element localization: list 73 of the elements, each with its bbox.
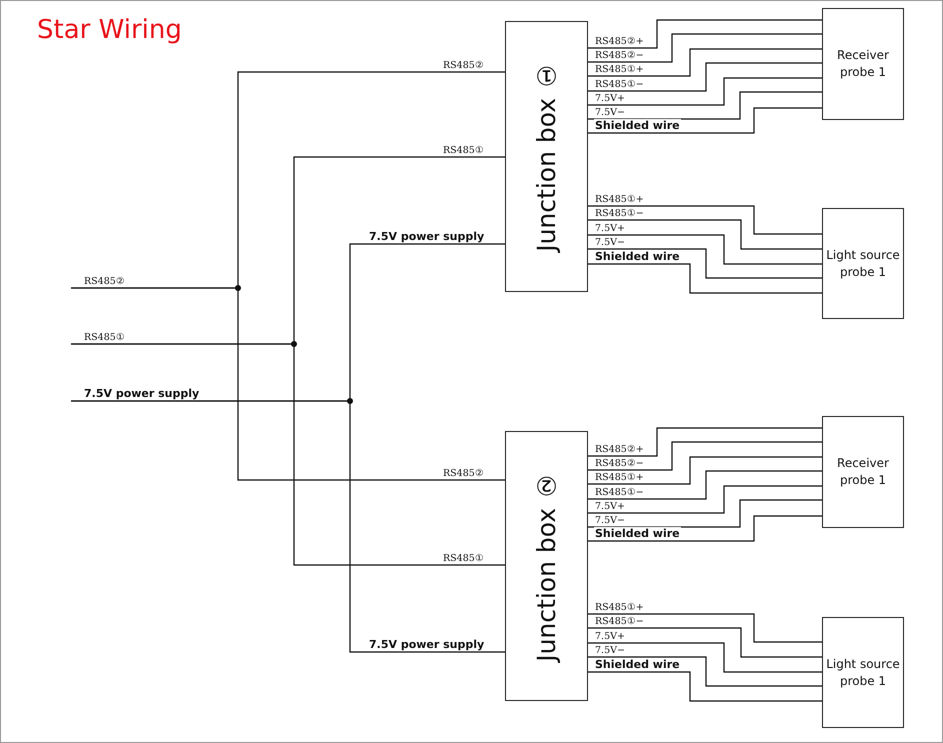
wire xyxy=(71,343,505,566)
wire-label: 7.5V+ xyxy=(594,501,626,512)
wire xyxy=(588,19,822,49)
diagram-title: Star Wiring xyxy=(37,15,182,45)
wire-label: 7.5V− xyxy=(594,237,626,248)
wire xyxy=(588,427,822,457)
wire xyxy=(71,287,505,481)
wire xyxy=(588,107,822,134)
wire xyxy=(588,263,822,294)
junction-box-label: Junction box ① xyxy=(532,61,561,252)
wire-label: 7.5V+ xyxy=(594,631,626,642)
wire-label: 7.5V power supply xyxy=(83,387,200,400)
wire-label: RS485②+ xyxy=(594,36,645,47)
probe-box xyxy=(822,617,904,728)
wire-label: 7.5V− xyxy=(594,515,626,526)
wire xyxy=(588,485,822,514)
wire-label: 7.5V power supply xyxy=(368,638,486,651)
wire xyxy=(588,642,822,673)
wire xyxy=(588,613,822,643)
wire-label: 7.5V− xyxy=(594,107,626,118)
wire xyxy=(588,33,822,63)
wire xyxy=(588,219,822,250)
wire xyxy=(588,627,822,658)
wire-label: RS485①− xyxy=(594,487,645,498)
wire xyxy=(588,470,822,500)
probe-box xyxy=(822,416,904,528)
wire xyxy=(588,205,822,235)
wire-label: RS485① xyxy=(442,553,485,564)
wire-label: RS485② xyxy=(442,468,485,479)
wire xyxy=(588,456,822,485)
wire-label: RS485②− xyxy=(594,458,645,469)
wire xyxy=(588,248,822,279)
probe-label: Light source probe 1 xyxy=(826,656,900,690)
wire xyxy=(588,91,822,120)
junction-box xyxy=(505,21,588,292)
probe-box xyxy=(822,208,904,319)
wire xyxy=(588,499,822,528)
wire-label: RS485②+ xyxy=(594,444,645,455)
wire-label: 7.5V− xyxy=(594,645,626,656)
wire xyxy=(588,234,822,265)
wire xyxy=(588,77,822,106)
wire-label: RS485② xyxy=(83,276,126,287)
junction-box xyxy=(505,431,588,701)
wire-label: RS485①− xyxy=(594,616,645,627)
wire-label: RS485①− xyxy=(594,208,645,219)
wire-label: RS485① xyxy=(83,332,126,343)
wire xyxy=(588,656,822,687)
wire-label: RS485①+ xyxy=(594,194,645,205)
wire xyxy=(588,515,822,542)
probe-box xyxy=(822,8,904,120)
probe-label: Receiver probe 1 xyxy=(836,455,890,489)
junction-box-label: Junction box ② xyxy=(532,470,561,662)
wire-label: Shielded wire xyxy=(594,250,681,263)
wire-label: 7.5V power supply xyxy=(368,230,486,243)
wire-label: 7.5V+ xyxy=(594,93,626,104)
wire xyxy=(588,48,822,77)
probe-label: Light source probe 1 xyxy=(826,246,900,280)
wire-label: RS485①+ xyxy=(594,64,645,75)
wire-label: Shielded wire xyxy=(594,119,681,132)
wire-label: RS485② xyxy=(442,60,485,71)
wire-label: RS485②− xyxy=(594,50,645,61)
wire xyxy=(588,671,822,702)
wire-label: Shielded wire xyxy=(594,527,681,540)
wire-label: RS485①− xyxy=(594,79,645,90)
wire-label: 7.5V+ xyxy=(594,223,626,234)
wire xyxy=(588,62,822,92)
wire xyxy=(71,400,505,653)
wire-label: Shielded wire xyxy=(594,658,681,671)
wire-label: RS485①+ xyxy=(594,602,645,613)
wire xyxy=(588,441,822,471)
probe-label: Receiver probe 1 xyxy=(836,47,890,81)
wire-label: RS485①+ xyxy=(594,472,645,483)
wire-label: RS485① xyxy=(442,145,485,156)
